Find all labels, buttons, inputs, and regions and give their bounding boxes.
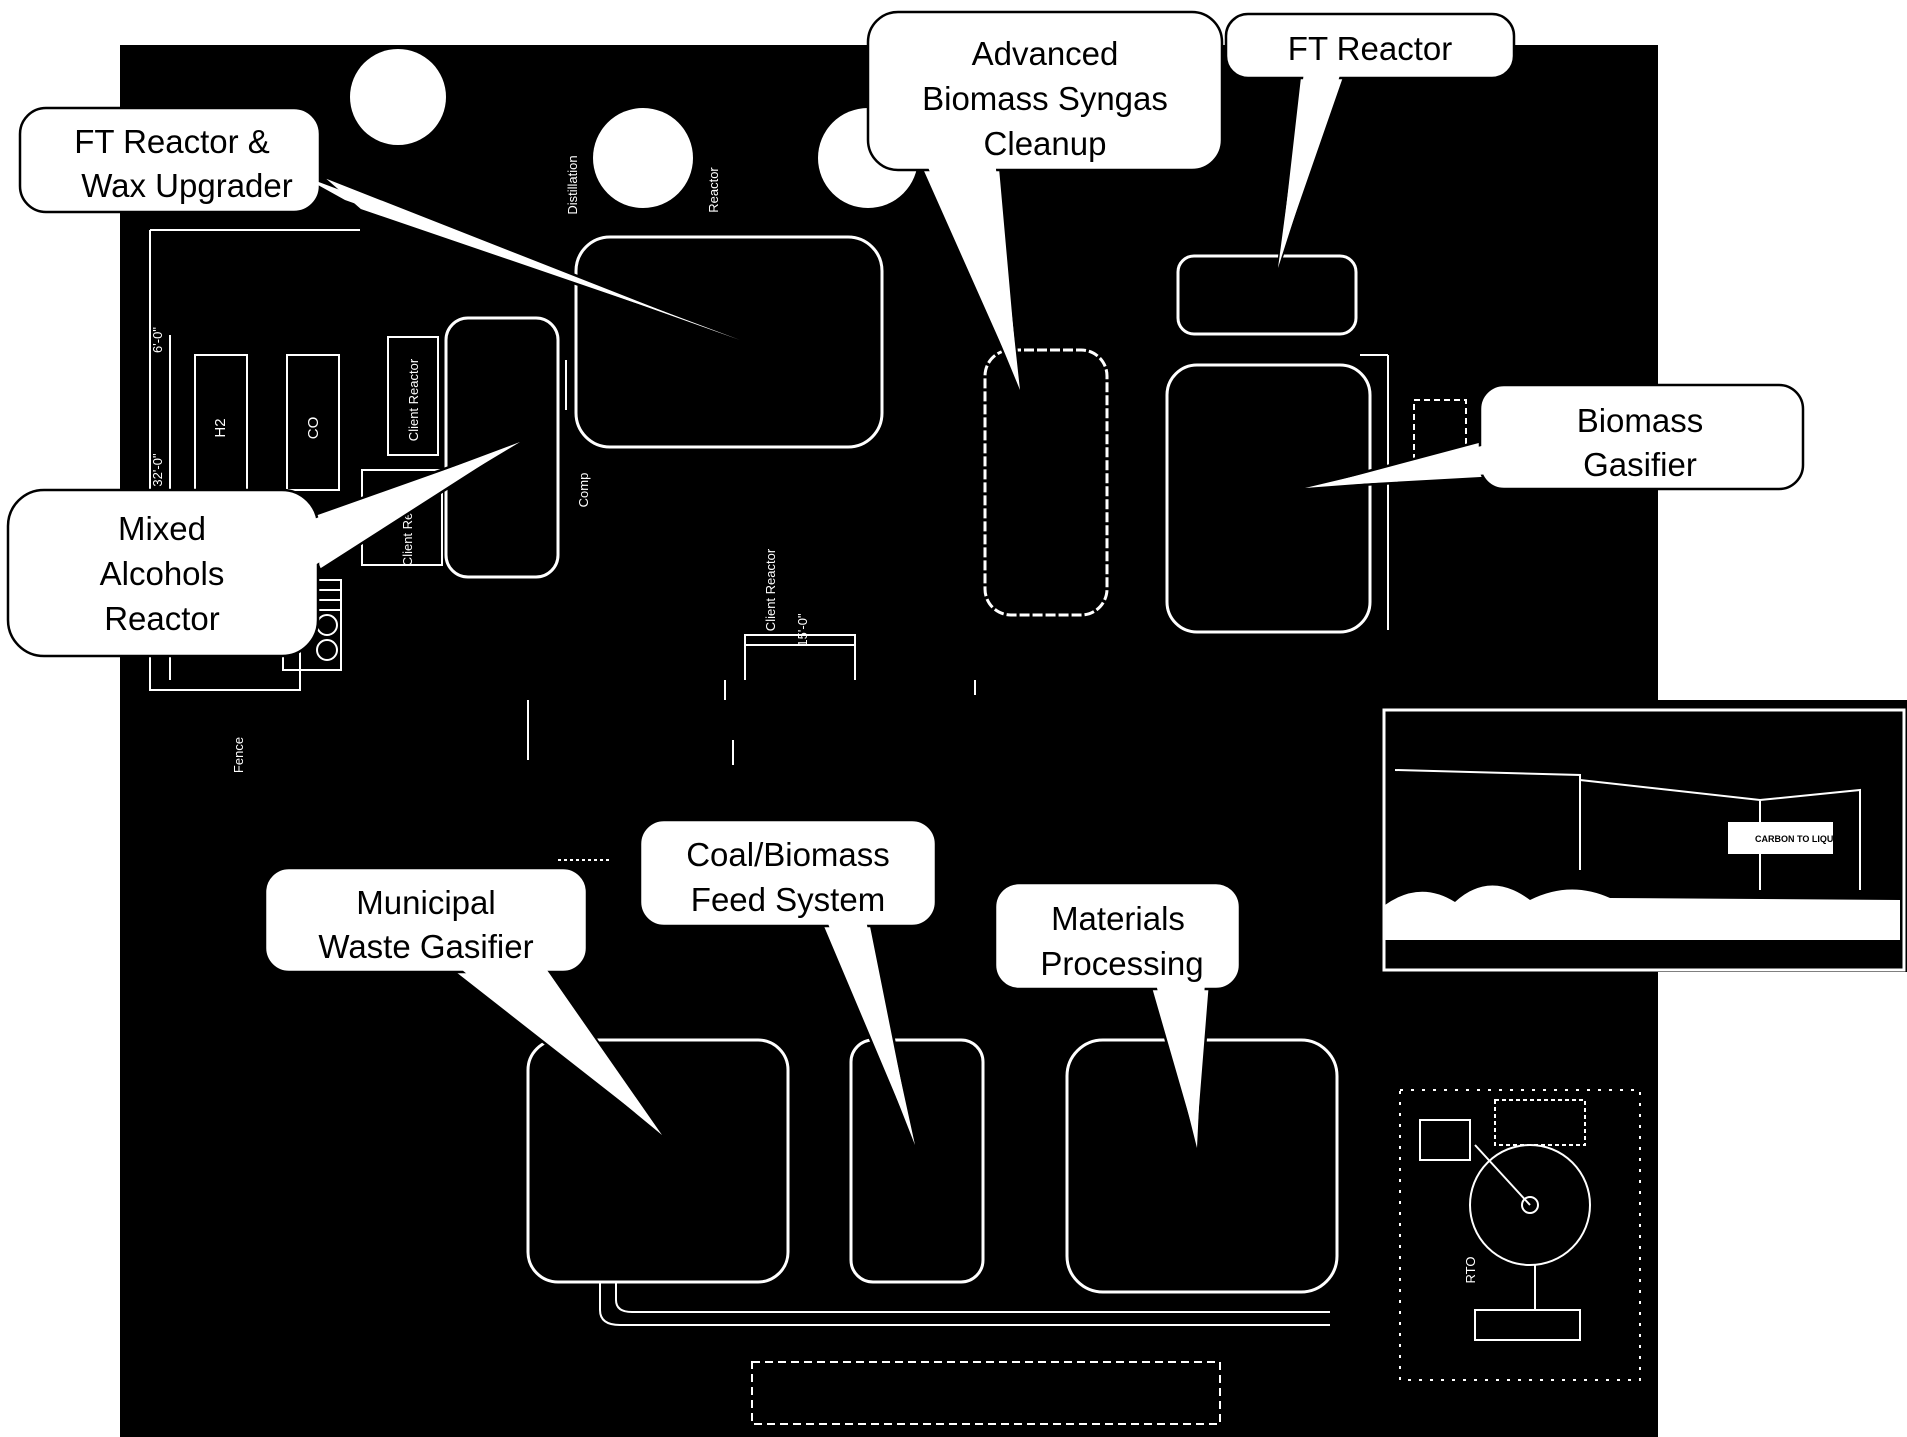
coal-feed-area: [849, 1038, 985, 1284]
callout-biomass-gasifier: [1304, 383, 1805, 491]
pipe-rack: [599, 1282, 1330, 1326]
callout-municipal-line2: Waste Gasifier: [318, 928, 533, 965]
callout-adv-cleanup-line2: Biomass Syngas: [922, 80, 1168, 117]
label-h2: H2: [212, 418, 229, 437]
label-co: CO: [305, 417, 322, 440]
mixed-alcohols-area: [444, 316, 560, 579]
circle-marker-1: [350, 49, 446, 145]
callout-adv-cleanup: [866, 10, 1224, 391]
callout-mixed-alcohols-line2: Alcohols: [100, 555, 225, 592]
label-dim-15: 15'-0": [795, 613, 810, 647]
callout-ft-reactor-line1: FT Reactor: [1288, 30, 1452, 67]
label-client-reactor-3: Client Reactor: [763, 548, 778, 631]
label-fence: Fence: [231, 737, 246, 773]
callout-ft-wax-line1: FT Reactor &: [74, 123, 270, 160]
callout-coal-feed-line2: Feed System: [691, 881, 885, 918]
label-rto: RTO: [1463, 1257, 1478, 1284]
callout-materials: [993, 881, 1242, 1149]
callout-adv-cleanup-line1: Advanced: [972, 35, 1119, 72]
adv-cleanup-area: [983, 348, 1109, 617]
photo-sign-label: CARBON TO LIQUIDS: [1755, 834, 1848, 844]
callout-municipal-line1: Municipal: [356, 884, 495, 921]
callout-materials-line1: Materials: [1051, 900, 1185, 937]
ft-reactor-area: [1176, 254, 1358, 336]
callout-ft-wax-line2: Wax Upgrader: [81, 167, 293, 204]
label-dim-32: 32'-0": [150, 453, 165, 487]
callout-ft-reactor: [1224, 12, 1516, 269]
facility-photo: CARBON TO LIQUIDS: [1382, 708, 1906, 972]
municipal-gasifier-area: [526, 1038, 790, 1284]
co-tank: [286, 354, 340, 491]
callout-materials-line2: Processing: [1040, 945, 1203, 982]
biomass-gasifier-area: [1165, 363, 1372, 634]
callout-biomass-gasifier-line2: Gasifier: [1583, 446, 1697, 483]
callout-adv-cleanup-line3: Cleanup: [984, 125, 1107, 162]
callout-coal-feed-line1: Coal/Biomass: [686, 836, 890, 873]
circle-marker-2: [593, 108, 693, 208]
label-distillation: Distillation: [565, 155, 580, 214]
callout-mixed-alcohols-line3: Reactor: [104, 600, 220, 637]
callout-mixed-alcohols: [6, 440, 521, 658]
client-reactor-center: [744, 634, 856, 680]
label-dim-6: 6'-0": [150, 327, 165, 353]
ft-reactor-wax-area: [574, 235, 884, 449]
client-reactor-box-1: [387, 336, 439, 456]
callout-ft-wax: [18, 106, 741, 342]
callout-municipal: [263, 866, 664, 1136]
label-reactor: Reactor: [706, 167, 721, 213]
label-client-reactor-1: Client Reactor: [406, 358, 421, 441]
dashed-future-area: [751, 1361, 1221, 1425]
callout-mixed-alcohols-line1: Mixed: [118, 510, 206, 547]
label-comp: Comp: [576, 473, 591, 508]
callout-biomass-gasifier-line1: Biomass: [1577, 402, 1704, 439]
callout-coal-feed: [638, 818, 938, 1146]
